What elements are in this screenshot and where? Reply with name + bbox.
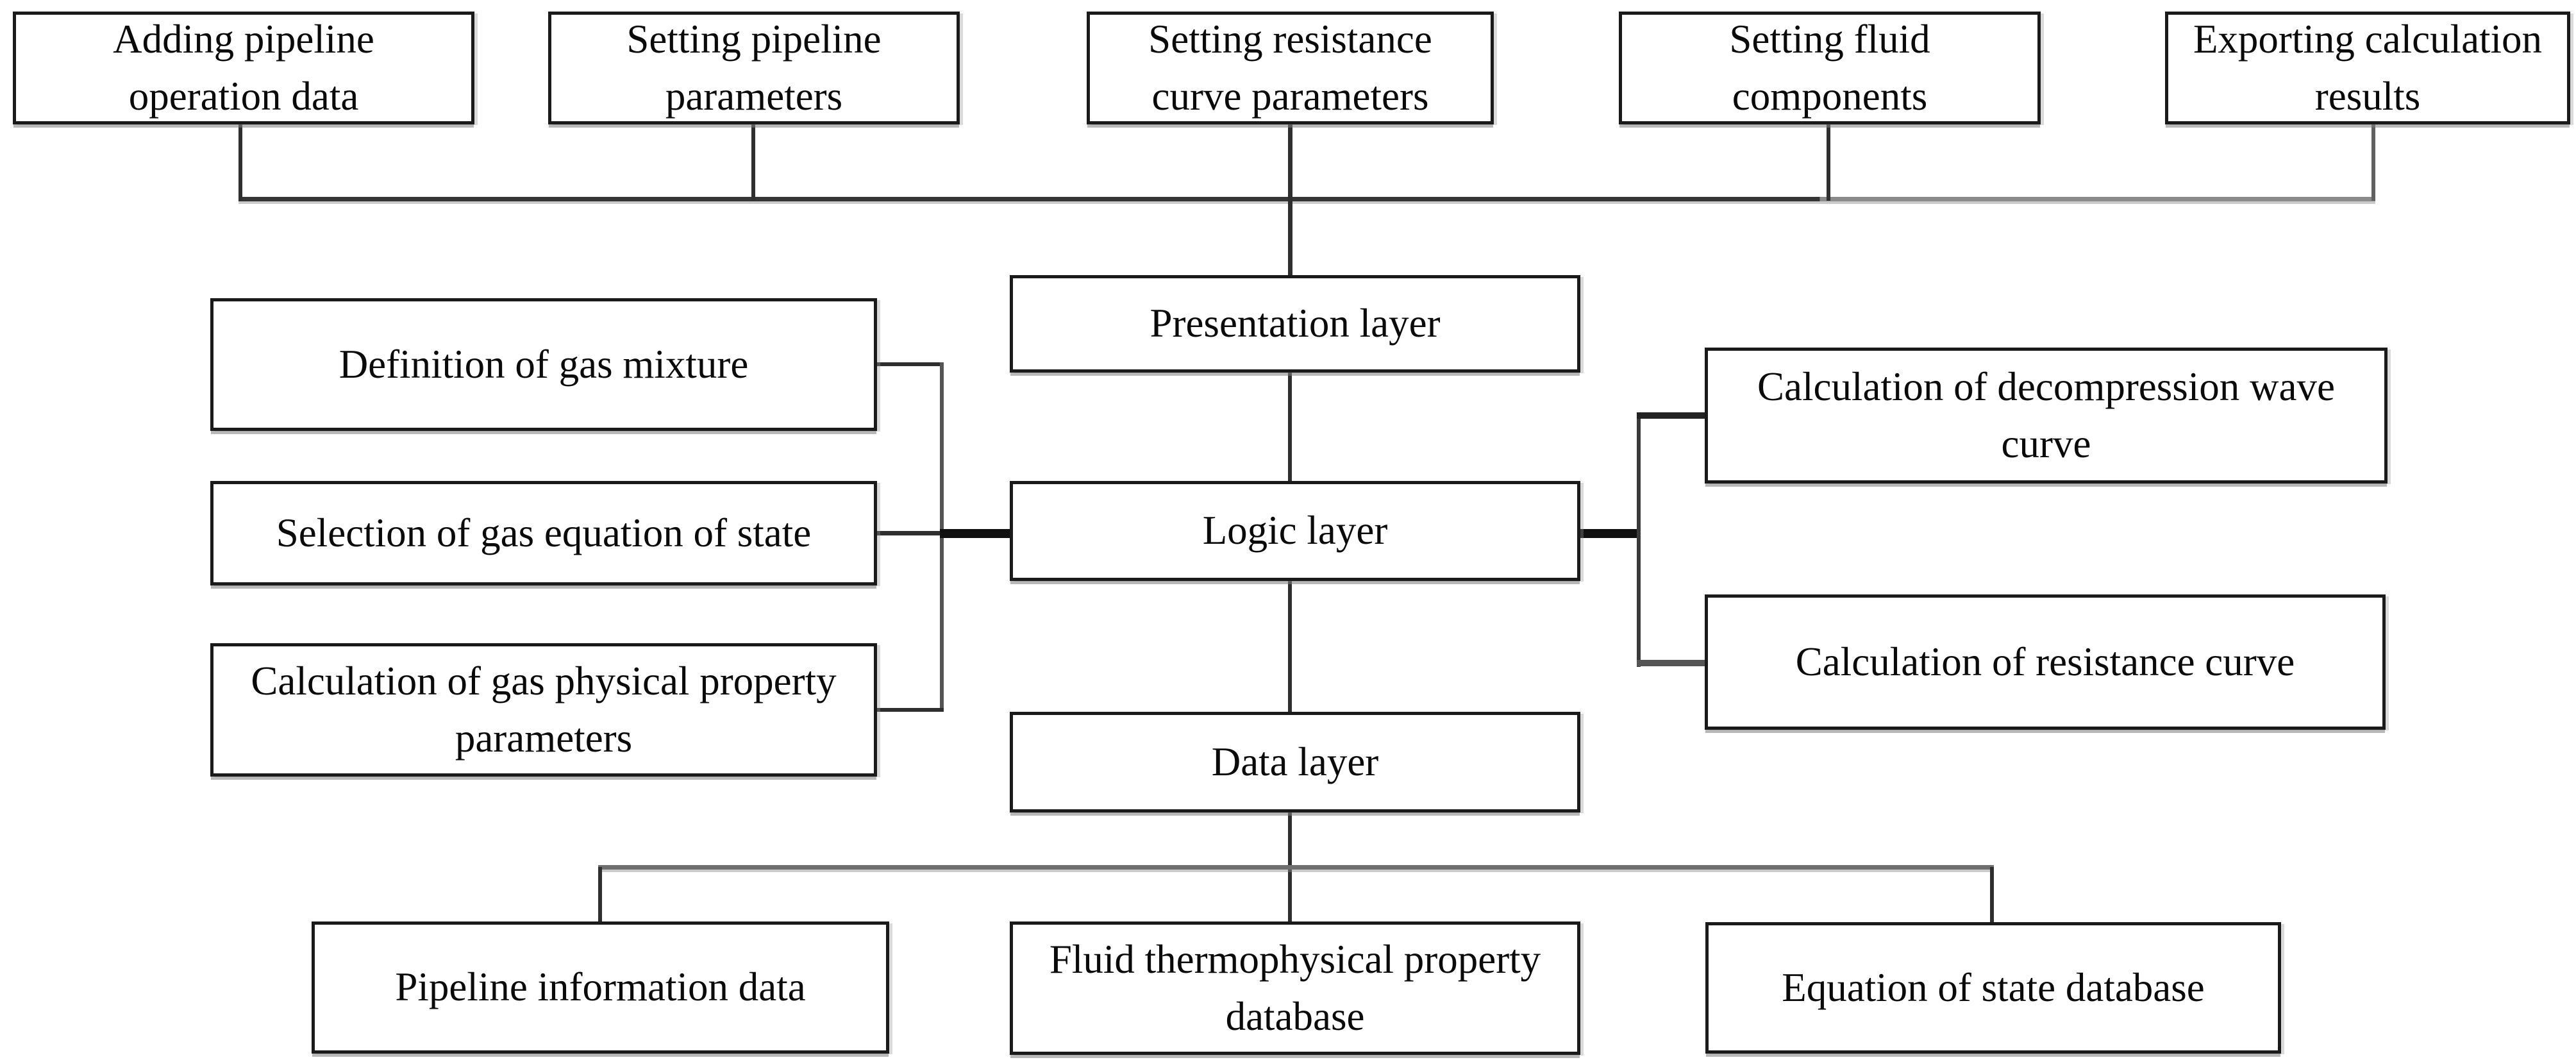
box-label: Setting pipeline parameters [626,16,882,119]
box-presentation-layer: Presentation layer [1010,275,1580,373]
connector-drop-setting-pipeline [751,124,755,201]
box-definition-of-gas-mixture: Definition of gas mixture [210,298,877,431]
connector-drop-pipeline-info [598,867,602,923]
connector-drop-adding [238,124,242,201]
box-label: Setting fluid components [1729,16,1930,119]
box-label: Definition of gas mixture [339,341,749,387]
connector-selection-stub [876,531,943,535]
connector-logic-to-right-bracket [1577,529,1641,538]
box-label: Presentation layer [1150,301,1441,346]
box-selection-of-gas-equation-of-state: Selection of gas equation of state [210,481,877,585]
connector-right-bracket [1637,413,1641,667]
box-pipeline-information-data: Pipeline information data [312,921,889,1054]
box-label: Logic layer [1202,508,1388,553]
box-label: Fluid thermophysical property database [1049,936,1541,1039]
connector-drop-setting-resistance [1288,124,1292,278]
box-data-layer: Data layer [1010,712,1580,812]
connector-top-distributor [238,197,2375,201]
connector-drop-equation-db [1990,867,1994,924]
box-label: Calculation of resistance curve [1795,639,2295,684]
box-calculation-of-gas-physical-property-parameters: Calculation of gas physical property par… [210,643,877,777]
connector-calcgas-stub [876,708,944,712]
box-label: Calculation of gas physical property par… [251,658,837,761]
box-calculation-of-resistance-curve: Calculation of resistance curve [1705,594,2386,730]
connector-drop-setting-fluid [1827,124,1830,201]
box-calculation-of-decompression-wave-curve: Calculation of decompression wave curve [1705,348,2388,484]
box-equation-of-state-database: Equation of state database [1705,922,2281,1054]
connector-decompression-stub [1637,412,1706,419]
box-label: Exporting calculation results [2193,16,2543,119]
box-setting-resistance-curve-parameters: Setting resistance curve parameters [1087,12,1494,124]
connector-presentation-to-logic [1288,371,1292,483]
box-setting-fluid-components: Setting fluid components [1619,12,2041,124]
box-label: Equation of state database [1782,964,2205,1010]
connector-logic-to-data [1288,579,1292,714]
box-fluid-thermophysical-property-database: Fluid thermophysical property database [1010,921,1580,1055]
box-label: Setting resistance curve parameters [1148,16,1432,119]
connector-definition-stub [876,362,944,366]
box-adding-pipeline-operation-data: Adding pipeline operation data [13,12,474,124]
connector-drop-exporting [2371,124,2375,201]
connector-resistance-stub [1637,660,1706,666]
connector-bottom-distributor [598,865,1994,870]
connector-selection-to-logic [940,529,1010,538]
box-logic-layer: Logic layer [1010,481,1580,581]
box-label: Selection of gas equation of state [276,510,812,555]
box-setting-pipeline-parameters: Setting pipeline parameters [548,12,960,124]
box-label: Data layer [1211,739,1379,784]
box-label: Pipeline information data [395,964,806,1010]
box-label: Adding pipeline operation data [113,16,374,119]
box-exporting-calculation-results: Exporting calculation results [2165,12,2570,124]
box-label: Calculation of decompression wave curve [1757,364,2335,466]
